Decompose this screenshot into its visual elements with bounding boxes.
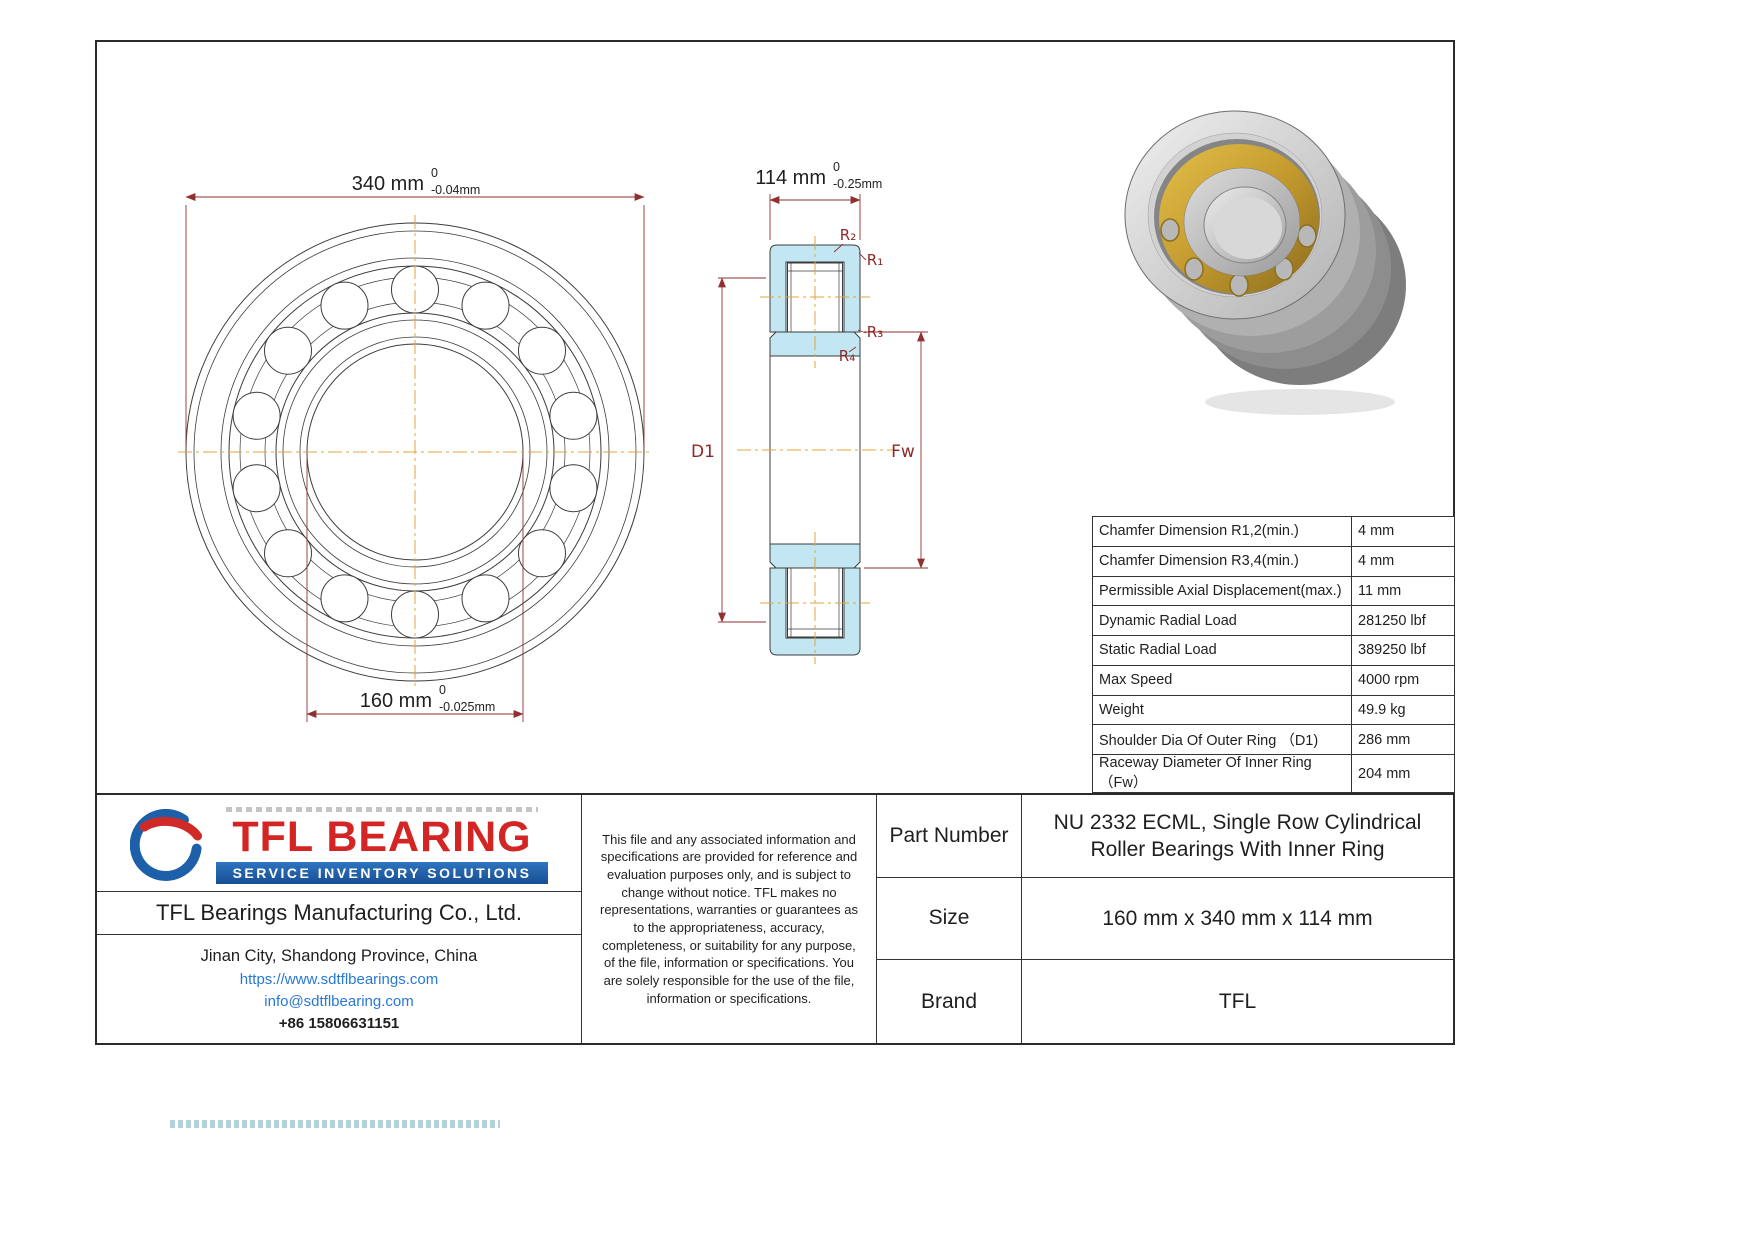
width-tol-upper: 0 [833,160,840,174]
brand-value: TFL [1218,990,1257,1013]
logo-small-print [225,806,539,812]
roller-circles [232,265,598,639]
brand-label: Brand [877,960,1022,1043]
spec-value: 4 mm [1351,517,1454,546]
part-number-value: NU 2332 ECML, Single Row Cylindrical Rol… [1022,795,1453,878]
spec-value: 204 mm [1351,755,1454,792]
size-label: Size [877,877,1022,961]
spec-label: Weight [1099,701,1144,718]
r3-label: R₃ [867,323,883,341]
spec-value: 4000 rpm [1351,665,1454,695]
logo-row: TFL BEARING SERVICE INVENTORY SOLUTIONS [97,795,581,891]
dimension-fw: Fw [864,331,928,569]
outer-diameter-value: 340 mm [352,173,424,195]
spec-value: 286 mm [1351,725,1454,754]
spec-label: Dynamic Radial Load [1099,612,1237,629]
logo-text: TFL BEARING SERVICE INVENTORY SOLUTIONS [216,806,548,884]
company-email-link[interactable]: info@sdtflbearing.com [264,992,414,1010]
table-row: Permissible Axial Displacement(max.) 11 … [1093,576,1454,607]
chamfer-labels: R₂ R₁ R₃ R₄ [833,226,883,365]
spec-label: Permissible Axial Displacement(max.) [1099,582,1342,599]
company-contact: Jinan City, Shandong Province, China htt… [97,935,581,1043]
bore-diameter-tol-lower: -0.025mm [439,700,495,714]
spec-label: Max Speed [1099,672,1173,689]
r2-label: R₂ [840,226,856,244]
spec-label: Static Radial Load [1099,642,1217,659]
company-website-link[interactable]: https://www.sdtflbearings.com [239,970,439,988]
dimension-d1: D1 [691,277,766,623]
spec-value: 4 mm [1351,546,1454,576]
width-tol-lower: -0.25mm [833,177,882,191]
table-row: Dynamic Radial Load 281250 lbf [1093,606,1454,636]
dimension-bore-diameter: 160 mm 0 -0.025mm [306,458,524,722]
fw-label: Fw [891,442,915,462]
dimension-outer-diameter: 340 mm 0 -0.04mm [185,166,645,447]
spec-table: Chamfer Dimension R1,2(min.) 4 mm Chamfe… [1092,516,1455,793]
bearing-section-view: 114 mm 0 -0.25mm D1 Fw R₂ R₁ R₃ R₄ [691,160,928,664]
spec-value: 11 mm [1351,576,1454,606]
bearing-front-view: 340 mm 0 -0.04mm 160 mm 0 -0.025mm [178,166,652,722]
table-row: Static Radial Load 389250 lbf [1093,636,1454,666]
spec-label: Raceway Diameter Of Inner Ring （Fw） [1099,755,1312,791]
size-value: 160 mm x 340 mm x 114 mm [1022,878,1453,961]
footer-title-block: TFL BEARING SERVICE INVENTORY SOLUTIONS … [95,793,1455,1045]
company-name: TFL Bearings Manufacturing Co., Ltd. [97,891,581,935]
table-row: Shoulder Dia Of Outer Ring （D1) 286 mm [1093,725,1454,755]
disclaimer-text: This file and any associated information… [582,795,877,1043]
r4-label: R₄ [839,347,855,365]
table-row: Weight 49.9 kg [1093,695,1454,726]
r1-label: R₁ [867,251,883,269]
table-row: Max Speed 4000 rpm [1093,665,1454,696]
company-phone: +86 15806631151 [278,1014,400,1032]
tfl-logo-icon [130,809,202,881]
outer-diameter-tol-lower: -0.04mm [431,183,480,197]
outer-diameter-tol-upper: 0 [431,166,438,180]
spec-value: 281250 lbf [1351,606,1454,635]
table-row: Raceway Diameter Of Inner Ring （Fw） 204 … [1093,755,1454,792]
spec-value: 389250 lbf [1351,636,1454,665]
spec-label: Chamfer Dimension R3,4(min.) [1099,553,1299,570]
company-column: TFL BEARING SERVICE INVENTORY SOLUTIONS … [97,795,582,1043]
table-row: Chamfer Dimension R3,4(min.) 4 mm [1093,546,1454,577]
bottom-watermark-text [170,1120,500,1128]
front-centerlines [178,215,652,689]
logo-wordmark: TFL BEARING [232,812,532,861]
part-number-label: Part Number [877,795,1022,878]
cage-roller-pockets [1160,218,1317,297]
width-value: 114 mm [755,167,826,189]
bearing-3d-render [1124,110,1406,415]
table-row: Chamfer Dimension R1,2(min.) 4 mm [1093,517,1454,547]
part-info-table: Part Number NU 2332 ECML, Single Row Cyl… [877,795,1453,1043]
spec-label: Chamfer Dimension R1,2(min.) [1099,523,1299,540]
logo-tagline-banner: SERVICE INVENTORY SOLUTIONS [216,861,548,884]
bore-diameter-value: 160 mm [360,690,432,712]
bore-diameter-tol-upper: 0 [439,683,446,697]
dimension-width: 114 mm 0 -0.25mm [755,160,882,240]
company-address: Jinan City, Shandong Province, China [200,946,478,965]
d1-label: D1 [691,442,715,462]
spec-value: 49.9 kg [1351,695,1454,725]
spec-label: Shoulder Dia Of Outer Ring （D1) [1099,733,1319,750]
section-centerlines [737,236,897,664]
